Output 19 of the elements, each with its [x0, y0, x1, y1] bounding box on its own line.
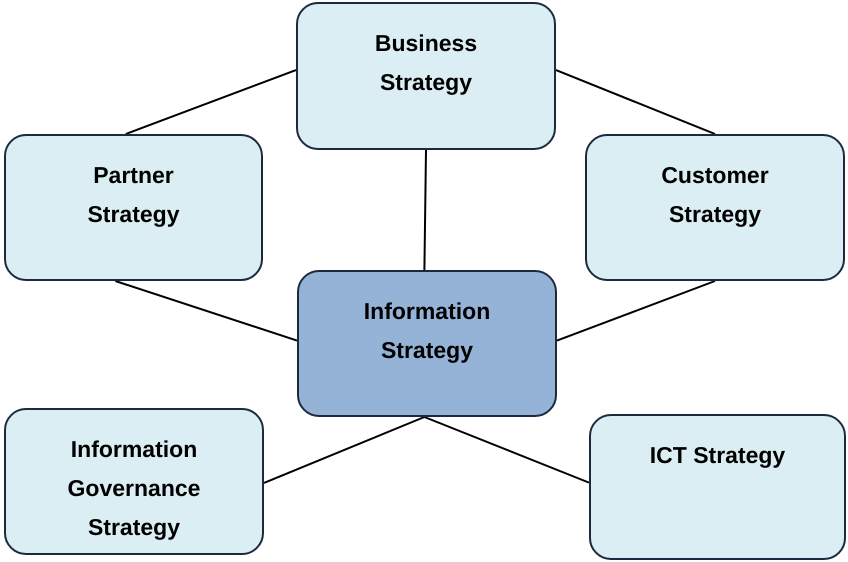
box-label: Customer Strategy [660, 161, 770, 229]
box-label: Partner Strategy [86, 161, 181, 229]
strategy-box [585, 134, 845, 281]
box-label: Information Strategy [362, 297, 492, 365]
connector-line [556, 69, 716, 135]
strategy-box [4, 134, 263, 281]
box-label: Business Strategy [374, 29, 478, 97]
connector-line [264, 416, 425, 484]
box-label: ICT Strategy [648, 441, 786, 470]
strategy-box [296, 2, 556, 150]
strategy-box [4, 408, 264, 555]
connector-line [115, 280, 298, 342]
connector-line [556, 280, 716, 342]
connector-line [424, 416, 590, 484]
connector-line [423, 150, 427, 270]
box-label: Information Governance Strategy [66, 435, 202, 542]
strategy-box [589, 414, 846, 560]
connector-line [125, 69, 296, 135]
strategy-box [297, 270, 557, 417]
